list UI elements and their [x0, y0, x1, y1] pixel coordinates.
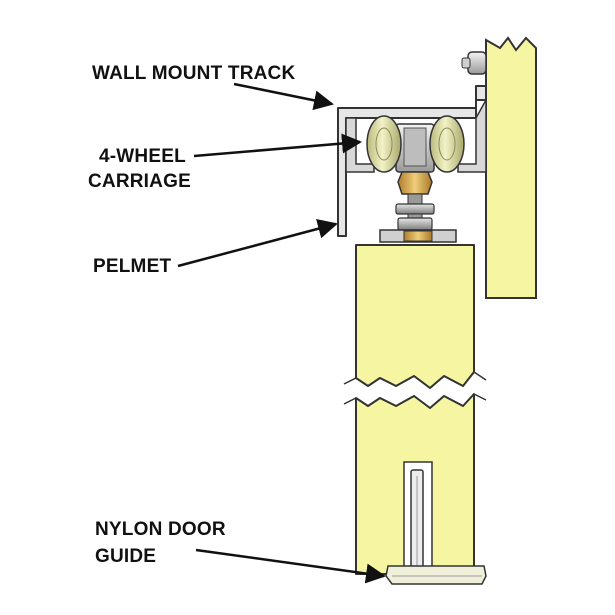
label-guide-line2: GUIDE	[95, 546, 157, 567]
label-pelmet: PELMET	[93, 256, 172, 277]
door-top-plate-brass	[403, 230, 433, 242]
four-wheel-carriage	[366, 115, 465, 231]
arrow-pelmet	[177, 218, 338, 268]
adjust-nut	[397, 217, 433, 231]
door-panel-upper	[355, 244, 475, 389]
label-wall-mount-track: WALL MOUNT TRACK	[92, 63, 296, 84]
track-lip	[345, 117, 375, 173]
nylon-door-guide	[385, 469, 487, 585]
break-line-bottom	[343, 393, 487, 409]
wheel-left-icon	[366, 115, 402, 173]
arrow-nylon-guide	[195, 548, 386, 584]
label-guide-line1: NYLON DOOR	[95, 519, 226, 540]
wall-panel	[485, 36, 537, 299]
carriage-bolt	[407, 193, 423, 205]
label-carriage-line2: CARRIAGE	[88, 171, 191, 192]
label-carriage-line1: 4-WHEEL	[99, 146, 186, 167]
arrow-wall-mount-track	[233, 82, 334, 111]
wall-screw-icon	[467, 51, 487, 75]
arrow-carriage	[193, 133, 362, 158]
wheel-right-icon	[429, 115, 465, 173]
guide-base	[385, 565, 487, 585]
brass-hex-nut	[397, 171, 433, 195]
wall-mount-track	[337, 85, 487, 237]
track-lip-right	[457, 97, 487, 173]
break-line-top	[343, 370, 487, 389]
lock-nut	[395, 203, 435, 215]
